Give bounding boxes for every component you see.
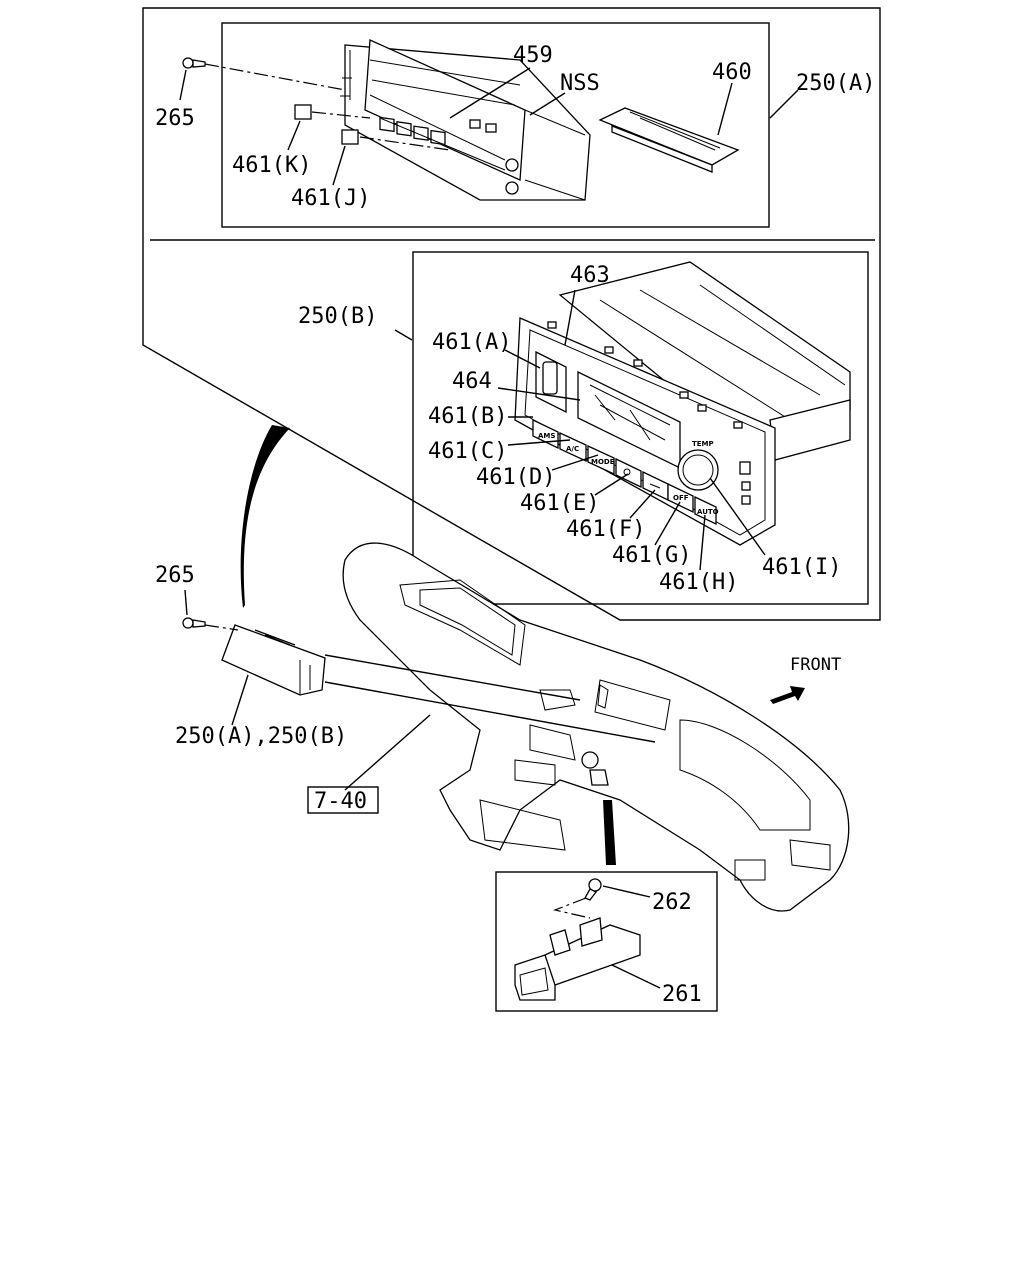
label-464: 464 [452,369,492,394]
screw-265-top [182,57,206,69]
outer-callout-frame [142,7,881,621]
label-250a: 250(A) [796,71,875,96]
label-461h: 461(H) [659,570,738,595]
label-261: 261 [662,982,702,1007]
label-461b: 461(B) [428,404,507,429]
knob-temp-label: TEMP [692,440,714,448]
box-261 [495,871,718,1012]
label-461f: 461(F) [566,517,645,542]
label-461g: 461(G) [612,543,691,568]
front-arrow [770,686,805,704]
btn-ac-label: A/C [566,445,579,453]
label-250a-250b: 250(A),250(B) [175,724,347,749]
ref-7-40-box [307,786,379,814]
label-459: 459 [513,43,553,68]
box-250b [412,251,869,605]
knob-461j [341,129,359,145]
btn-auto-label: AUTO [697,508,719,516]
control-panel-250b: AMS A/C MODE OFF AUTO TEMP [514,261,851,546]
label-460: 460 [712,60,752,85]
callout-arrow [240,425,290,608]
card-460 [598,107,740,173]
knob-461k [294,104,312,120]
dashboard-assembly [342,542,850,912]
btn-ams-label: AMS [538,432,555,440]
screw-262 [584,878,602,901]
label-265-top: 265 [155,106,195,131]
label-463: 463 [570,263,610,288]
btn-off-label: OFF [673,494,689,502]
label-461d: 461(D) [476,465,555,490]
label-front: FRONT [790,655,841,675]
label-461a: 461(A) [432,330,511,355]
label-461e: 461(E) [520,491,599,516]
control-panel-250a [340,39,591,201]
bracket-261 [514,917,641,1001]
label-7-40: 7-40 [314,789,367,814]
label-461i: 461(I) [762,555,841,580]
label-265-mid: 265 [155,563,195,588]
btn-mode-label: MODE [591,458,615,466]
label-nss: NSS [560,71,600,96]
screw-265-mid [182,617,206,629]
hvac-unit [221,624,326,696]
label-461j: 461(J) [291,186,370,211]
label-461c: 461(C) [428,439,507,464]
box-250a [221,22,770,228]
lower-callout-arrow [603,800,616,865]
label-262: 262 [652,890,692,915]
label-461k: 461(K) [232,153,311,178]
label-250b: 250(B) [298,304,377,329]
